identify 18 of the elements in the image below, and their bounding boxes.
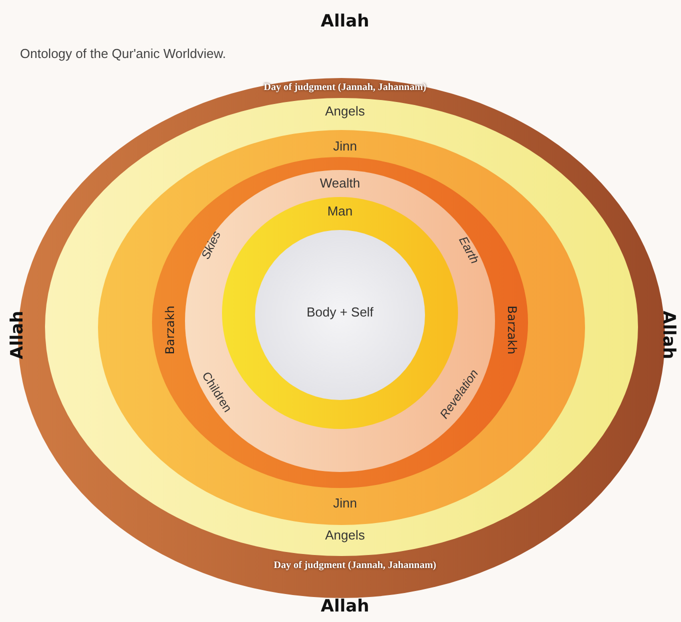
ring-label: Earth <box>456 234 482 266</box>
outer-label: Allah <box>320 598 370 616</box>
ring-label: Barzakh <box>164 306 176 354</box>
ring-label: Day of judgment (Jannah, Jahannam) <box>264 83 426 93</box>
ring-label: Angels <box>325 528 365 542</box>
outer-label: Allah <box>10 310 26 360</box>
ring-label: Wealth <box>320 176 360 190</box>
outer-label: Allah <box>320 14 370 30</box>
ring-label: Angels <box>325 104 365 118</box>
ring-label: Barzakh <box>506 306 518 354</box>
ring-label: Skies <box>199 229 223 261</box>
ring-label: Jinn <box>333 496 357 510</box>
ring-label: Body + Self <box>306 306 374 318</box>
ring-label: Jinn <box>333 140 357 152</box>
ring-label: Day of judgment (Jannah, Jahannam) <box>274 561 436 571</box>
outer-label: Allah <box>660 310 676 360</box>
title: Ontology of the Qur'anic Worldview. <box>20 46 226 61</box>
ring-label: Man <box>327 204 353 218</box>
